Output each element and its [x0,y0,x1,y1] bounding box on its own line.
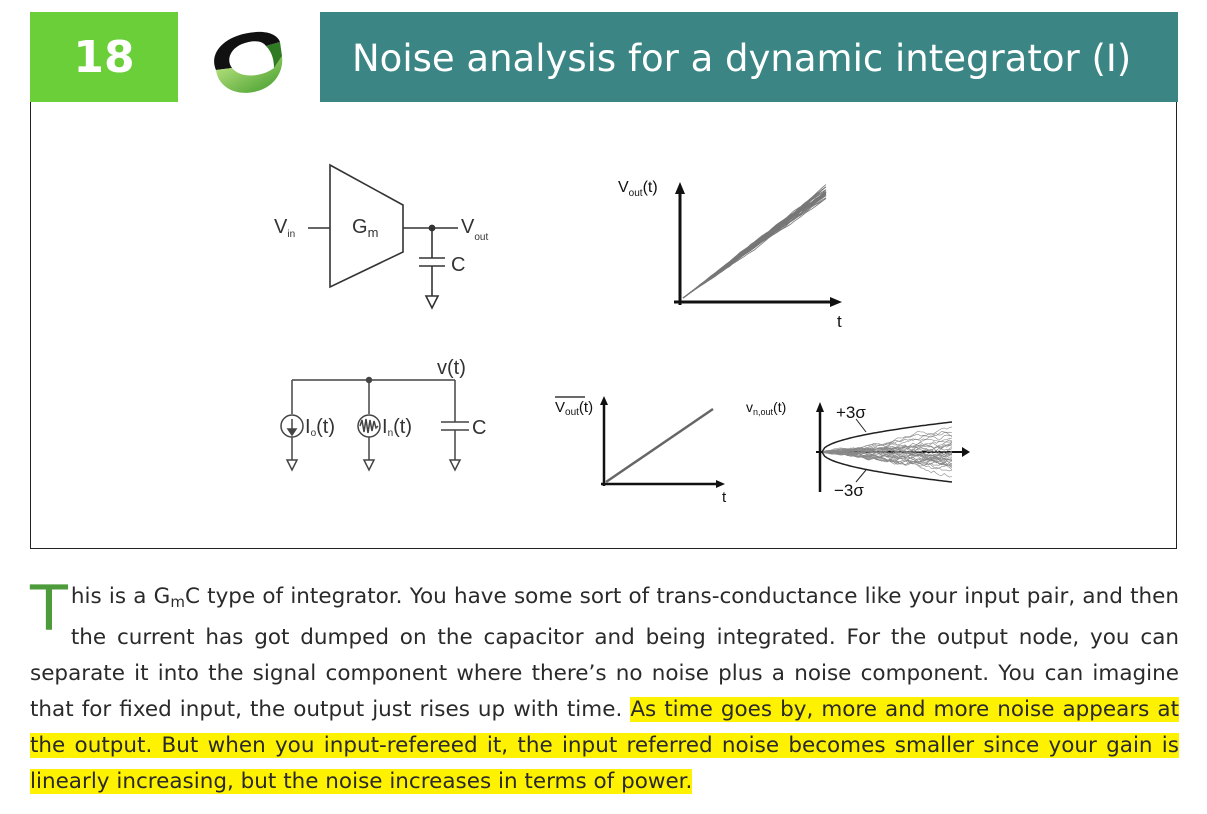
caption-text-2: C type of integrator. You have some sort… [30,584,1179,722]
upper-pointer [855,418,867,433]
ground-icon [448,459,462,472]
mean-vout-ramp [605,407,714,484]
node-label: v(t) [437,357,466,379]
caption-text-1: his is a G [70,584,171,609]
mean-plot-xlabel: t [722,489,727,506]
caption-subscript: m [170,593,185,611]
slide-number-box: 18 [30,12,178,102]
x-axis-arrow-icon [962,447,970,457]
swirl-logo-icon [214,31,283,93]
noise-traces [821,426,953,478]
lower-envelope [821,451,953,483]
upper-envelope [821,421,953,453]
ground-icon [362,459,376,472]
x-axis-arrow-icon [716,480,725,488]
vout-trace [682,191,827,299]
drop-cap: T [30,572,68,645]
noise-plot-ylabel: vn,out(t) [746,399,786,417]
vout-trace [682,192,827,299]
ground-icon [285,459,299,472]
gm-label: Gm [352,216,378,240]
mean-vout-plot [600,396,725,488]
y-axis-arrow-icon [600,396,608,405]
noise-trace [822,441,953,455]
noise-squiggle-icon [359,418,379,434]
slide-number: 18 [73,32,135,83]
noise-trace [821,443,953,454]
vout-noisy-traces [682,184,827,299]
src0-label: Io(t) [305,416,335,439]
noise-plot [816,402,970,492]
srcn-label: In(t) [382,416,412,439]
cap2-label: C [472,417,486,439]
page-title: Noise analysis for a dynamic integrator … [352,37,1132,80]
noise-trace [821,450,953,458]
x-axis-arrow-icon [830,297,842,307]
gm-amplifier-symbol [329,163,404,289]
noise-model-circuit [280,376,469,472]
cap-label: C [451,254,465,276]
vout-plot-xlabel: t [837,312,842,331]
vin-label: Vin [274,216,295,240]
noise-trace [822,431,953,453]
current-arrow-head [286,428,298,437]
vout-label: Vout [461,216,488,243]
y-axis-arrow-icon [816,402,824,412]
vout-plot [674,182,842,307]
noise-trace [821,442,953,456]
y-axis-arrow-icon [675,182,685,194]
lower-sigma-label: −3σ [834,481,864,500]
logo-box [178,12,320,102]
title-bar: Noise analysis for a dynamic integrator … [320,12,1178,102]
lower-pointer [855,469,867,483]
noise-trace [821,447,953,460]
vout-plot-ylabel: Vout(t) [618,179,658,199]
noise-trace [821,450,953,478]
mean-plot-ylabel: Vout(t) [555,399,593,418]
ground-icon [424,295,440,310]
gm-integrator-circuit [308,163,458,310]
upper-sigma-label: +3σ [836,403,866,422]
